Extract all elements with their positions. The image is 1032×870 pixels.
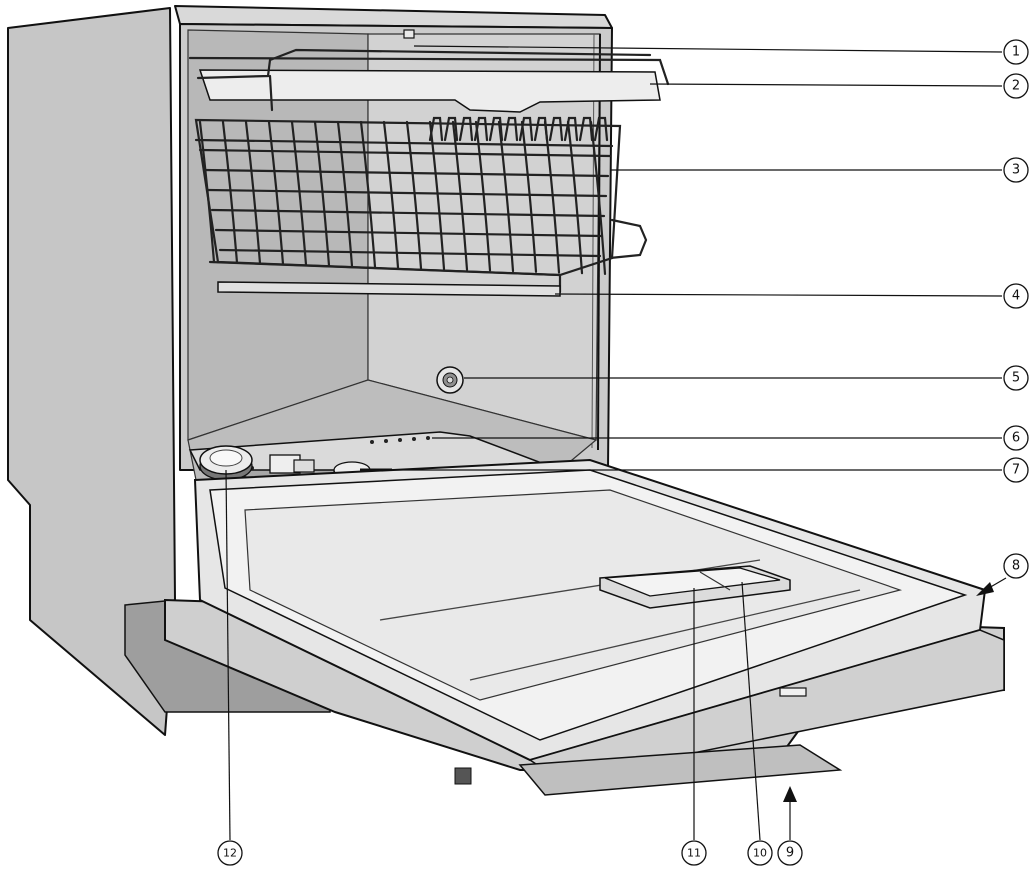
upper-basket xyxy=(194,116,648,294)
callout-circle-12 xyxy=(217,840,243,866)
cutlery-tray xyxy=(188,48,670,113)
callout-10: 10 xyxy=(753,847,767,860)
callout-circle-10 xyxy=(747,840,773,866)
callout-circle-6 xyxy=(1003,425,1029,451)
callout-2: 2 xyxy=(1012,79,1020,94)
callout-circle-9 xyxy=(777,840,803,866)
callout-circle-11 xyxy=(681,840,707,866)
callout-4: 4 xyxy=(1012,289,1020,304)
callout-12: 12 xyxy=(223,847,237,860)
callouts: 1 2 3 4 5 6 7 8 9 xyxy=(217,39,1029,866)
callout-circle-3 xyxy=(1003,157,1029,183)
callout-7: 7 xyxy=(1012,463,1020,478)
callout-6: 6 xyxy=(1012,431,1020,446)
arrow-8 xyxy=(976,582,994,596)
spray-arm-lower xyxy=(217,281,561,297)
tub-interior xyxy=(179,23,613,471)
callout-1: 1 xyxy=(1012,45,1020,60)
callout-11: 11 xyxy=(687,847,701,860)
callout-9: 9 xyxy=(786,846,794,861)
callout-8: 8 xyxy=(1012,559,1020,574)
callout-circle-8 xyxy=(1003,553,1029,579)
callout-circle-7 xyxy=(1003,457,1029,483)
arrow-9 xyxy=(783,786,797,802)
callout-circle-1 xyxy=(1003,39,1029,65)
leader-4 xyxy=(554,293,1003,297)
upper-spray-arm xyxy=(403,29,415,39)
leader-2 xyxy=(649,83,1003,87)
callout-circle-5 xyxy=(1003,365,1029,391)
callout-5: 5 xyxy=(1012,371,1020,386)
leader-12 xyxy=(225,469,231,841)
callout-circle-2 xyxy=(1003,73,1029,99)
water-inlet xyxy=(436,366,464,394)
detergent-dispenser xyxy=(599,565,791,609)
salt-container-cap xyxy=(199,445,253,481)
open-door xyxy=(164,458,1005,796)
leader-10 xyxy=(741,581,761,841)
callout-3: 3 xyxy=(1012,163,1020,178)
leader-1 xyxy=(413,45,1003,53)
callout-circle-4 xyxy=(1003,283,1029,309)
